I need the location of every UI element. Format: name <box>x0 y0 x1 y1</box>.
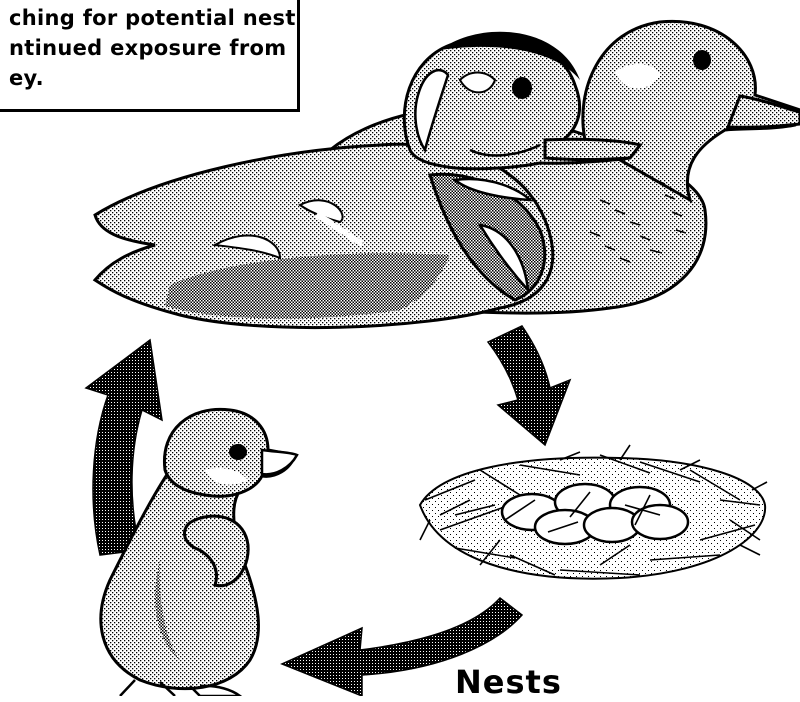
caption-box: ching for potential nest ntinued exposur… <box>0 0 300 112</box>
arrow-to-nest-icon <box>488 326 570 445</box>
duckling-eye-icon <box>229 444 247 460</box>
hen-bill <box>728 96 800 127</box>
drake-eye-icon <box>512 77 532 99</box>
nest-illustration <box>420 445 767 579</box>
caption-line-1: ching for potential nest <box>9 3 289 33</box>
nests-label: Nests <box>455 662 562 702</box>
caption-line-3: ey. <box>9 63 289 93</box>
drake-bill <box>545 139 640 159</box>
hen-eye-icon <box>693 50 711 70</box>
caption-line-2: ntinued exposure from <box>9 33 289 63</box>
duckling-bill <box>262 450 297 474</box>
